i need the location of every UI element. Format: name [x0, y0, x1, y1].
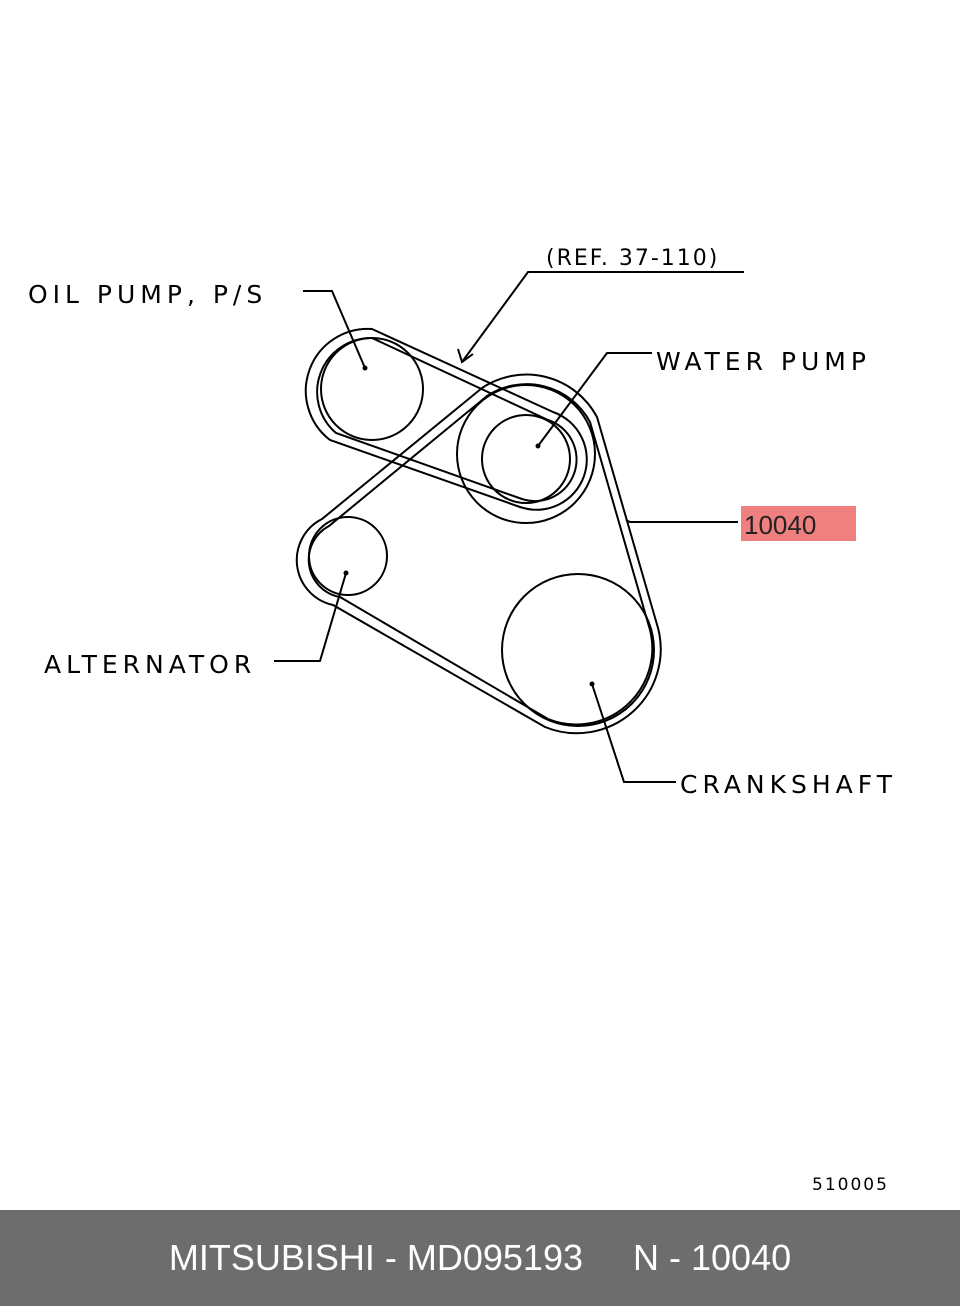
- footer-reference: N - 10040: [633, 1237, 792, 1278]
- part-number-tag: 10040: [744, 510, 816, 540]
- footer-bar: MITSUBISHI - MD095193 N - 10040: [0, 1210, 960, 1306]
- leader-lines: [274, 271, 744, 783]
- alternator-pulley: [308, 516, 388, 596]
- footer-brand: MITSUBISHI: [168, 1237, 375, 1278]
- ref-label: (REF. 37-110): [546, 246, 719, 271]
- belt-diagram: (REF. 37-110) OIL PUMP, P/S WATER PUMP 1…: [28, 246, 897, 1195]
- oil-pump-pulley: [320, 337, 424, 441]
- footer-part-number: MD095193: [406, 1237, 583, 1278]
- ps-belt: [304, 327, 588, 511]
- water-pump-label: WATER PUMP: [656, 347, 871, 376]
- crankshaft-pulley: [501, 573, 655, 727]
- footer-separator: -: [374, 1237, 407, 1278]
- crankshaft-label: CRANKSHAFT: [680, 770, 897, 799]
- water-pump-inner-pulley: [481, 414, 571, 504]
- drawing-code: 510005: [812, 1175, 889, 1195]
- main-belt: [295, 373, 662, 735]
- alternator-label: ALTERNATOR: [44, 650, 256, 679]
- part-number-highlight: [741, 506, 856, 541]
- oil-pump-label: OIL PUMP, P/S: [28, 280, 267, 309]
- footer-gap: [583, 1237, 633, 1279]
- belt-diagram-svg: (REF. 37-110) OIL PUMP, P/S WATER PUMP 1…: [28, 246, 897, 1195]
